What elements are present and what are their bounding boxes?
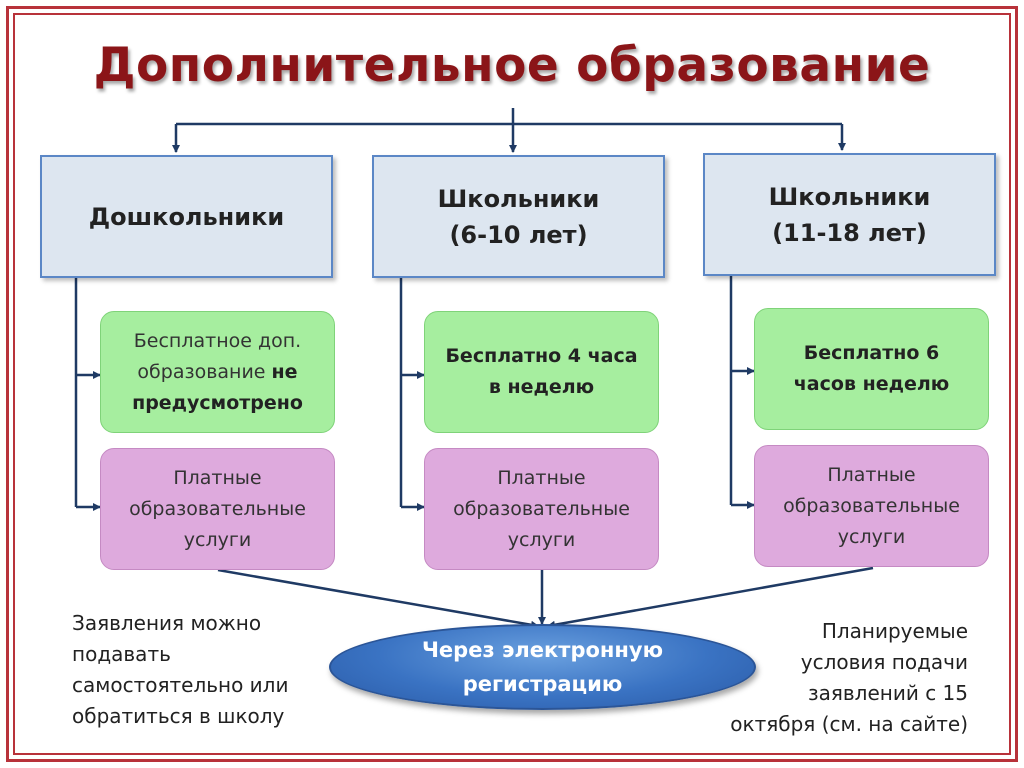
page-title: Дополнительное образование (93, 38, 931, 93)
free-option-line: Бесплатно 6 (803, 342, 940, 364)
note-line: октября (см. на сайте) (730, 712, 968, 736)
free-option-line: Бесплатное доп. (133, 329, 302, 352)
electronic-registration-ellipse: Через электронную регистрацию (329, 624, 756, 710)
free-option-line: предусмотрено (132, 391, 303, 414)
category-age: (6-10 лет) (449, 220, 588, 249)
note-line: самостоятельно или (72, 673, 289, 697)
registration-line: Через электронную (421, 638, 664, 662)
free-option-11-18: Бесплатно 6 часов неделю (754, 308, 989, 430)
category-label: Школьники (437, 184, 600, 213)
category-schoolers-11-18: Школьники (11-18 лет) (703, 153, 996, 276)
paid-services-6-10: Платные образовательные услуги (424, 448, 659, 570)
paid-line: образовательные (129, 497, 306, 520)
paid-line: образовательные (453, 497, 630, 520)
note-left: Заявления можно подавать самостоятельно … (72, 608, 288, 732)
paid-line: образовательные (783, 494, 960, 517)
category-preschoolers: Дошкольники (40, 155, 333, 278)
paid-line: Платные (173, 466, 262, 489)
paid-line: услуги (507, 528, 576, 551)
paid-line: услуги (183, 528, 252, 551)
paid-line: Платные (497, 466, 586, 489)
free-option-line: Бесплатно 4 часа (445, 345, 638, 367)
note-right: Планируемые условия подачи заявлений с 1… (730, 616, 968, 740)
category-age: (11-18 лет) (772, 218, 927, 247)
paid-line: Платные (827, 463, 916, 486)
free-option-line: в неделю (488, 376, 595, 398)
note-line: Заявления можно (72, 611, 262, 635)
note-line: условия подачи (800, 650, 968, 674)
category-schoolers-6-10: Школьники (6-10 лет) (372, 155, 665, 278)
note-line: подавать (72, 642, 171, 666)
category-label: Школьники (768, 182, 931, 211)
note-line: обратиться в школу (72, 704, 285, 728)
inner-frame (13, 13, 1011, 755)
paid-services-preschool: Платные образовательные услуги (100, 448, 335, 570)
note-line: заявлений с 15 (807, 681, 968, 705)
paid-line: услуги (837, 525, 906, 548)
free-option-6-10: Бесплатно 4 часа в неделю (424, 311, 659, 433)
converge-right (547, 566, 874, 629)
free-option-preschool: Бесплатное доп. образование не предусмот… (100, 311, 335, 433)
note-line: Планируемые (821, 619, 968, 643)
paid-services-11-18: Платные образовательные услуги (754, 445, 989, 567)
converge-left (217, 568, 539, 629)
free-option-line: образование не (137, 360, 298, 383)
free-option-line: часов неделю (793, 373, 950, 395)
registration-line: регистрацию (462, 672, 623, 696)
category-label: Дошкольники (88, 202, 285, 231)
